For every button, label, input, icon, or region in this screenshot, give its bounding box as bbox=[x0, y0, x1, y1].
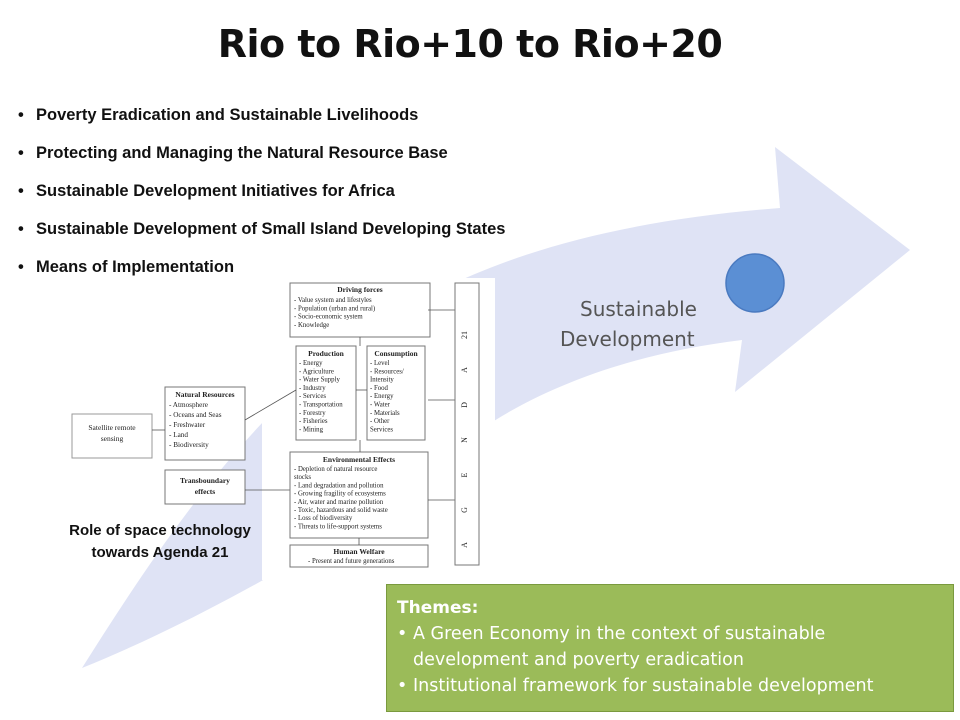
agenda21-letter: G bbox=[460, 507, 469, 513]
diagram-item-text: - Population (urban and rural) bbox=[294, 305, 375, 312]
diagram-item-text: - Threats to life-support systems bbox=[294, 523, 382, 530]
diagram-item-text: - Knowledge bbox=[294, 322, 329, 329]
themes-title: Themes: bbox=[397, 598, 479, 618]
diagram-item-text: - Services bbox=[299, 393, 326, 400]
diagram-item-text: - Growing fragility of ecosystems bbox=[294, 491, 386, 498]
natural-resources-items: - Atmosphere - Oceans and Seas - Freshwate… bbox=[169, 401, 222, 449]
bullet-list: Poverty Eradication and Sustainable Live… bbox=[18, 102, 505, 292]
caption-line2: towards Agenda 21 bbox=[91, 544, 229, 561]
arrow-label-line2: Development bbox=[560, 327, 695, 351]
agenda21-letter: 21 bbox=[460, 331, 469, 339]
diagram-item-text: - Energy bbox=[299, 360, 323, 367]
diagram-item-text: - Materials bbox=[370, 410, 400, 417]
diagram-item-text: Intensity bbox=[370, 377, 394, 384]
agenda21-letters: A G E N D A 21 bbox=[460, 331, 469, 548]
consumption-box bbox=[366, 345, 426, 441]
theme-item: Institutional framework for sustainable … bbox=[397, 673, 945, 699]
consumption-items: - Level- Resources/ Intensity- Food- Ene… bbox=[370, 360, 404, 433]
bullet-item: Poverty Eradication and Sustainable Live… bbox=[18, 102, 505, 140]
driving-forces-box bbox=[289, 282, 431, 338]
arrow-label-line1: Sustainable bbox=[580, 297, 697, 321]
diagram-item-text: - Food bbox=[370, 385, 389, 392]
satellite-label-line2: sensing bbox=[101, 434, 124, 443]
diagram-item-text: - Value system and lifestyles bbox=[294, 297, 372, 304]
diagram-item-text: - Depletion of natural resource bbox=[294, 466, 377, 473]
environmental-effects-items: - Depletion of natural resource stocks- … bbox=[294, 466, 388, 530]
diagram-item-text: - Other bbox=[370, 418, 390, 425]
agenda21-letter: E bbox=[460, 472, 469, 477]
diagram-item-text: - Socio-economic system bbox=[294, 314, 363, 321]
blue-circle-icon bbox=[725, 253, 785, 313]
agenda21-diagram: Driving forces - Value system and lifest… bbox=[71, 278, 495, 580]
diagram-item-text: stocks bbox=[294, 474, 311, 481]
human-welfare-items: - Present and future generations bbox=[308, 558, 395, 565]
diagram-item-text: - Mining bbox=[299, 426, 324, 433]
caption-line1: Role of space technology bbox=[69, 522, 251, 539]
diagram-item-text: - Loss of biodiversity bbox=[294, 515, 353, 522]
consumption-title: Consumption bbox=[374, 349, 418, 358]
diagram-item-text: - Transportation bbox=[299, 402, 343, 409]
theme-item: A Green Economy in the context of sustai… bbox=[397, 621, 945, 673]
human-welfare-title: Human Welfare bbox=[333, 547, 385, 556]
bullet-item: Sustainable Development Initiatives for … bbox=[18, 178, 505, 216]
diagram-item-text: - Air, water and marine pollution bbox=[294, 499, 384, 506]
diagram-item-text: - Forestry bbox=[299, 410, 326, 417]
satellite-box bbox=[71, 413, 153, 459]
diagram-item-text: Services bbox=[370, 426, 393, 433]
agenda21-letter: A bbox=[460, 542, 469, 548]
diagram-item-text: - Resources/ bbox=[370, 368, 404, 375]
agenda21-letter: N bbox=[460, 437, 469, 443]
diagram-item-text: - Land bbox=[169, 431, 188, 439]
driving-forces-items: - Value system and lifestyles- Populatio… bbox=[294, 297, 375, 329]
satellite-label-line1: Satellite remote bbox=[88, 423, 136, 432]
transboundary-line1: Transboundary bbox=[180, 476, 230, 485]
transboundary-line2: effects bbox=[195, 487, 215, 496]
agenda21-letter: D bbox=[460, 402, 469, 408]
transboundary-box bbox=[164, 469, 246, 505]
diagram-caption: Role of space technology towards Agenda … bbox=[40, 520, 280, 564]
diagram-item-text: - Present and future generations bbox=[308, 558, 395, 565]
diagram-item-text: - Energy bbox=[370, 393, 394, 400]
diagram-item-text: - Biodiversity bbox=[169, 441, 209, 449]
page-title: Rio to Rio+10 to Rio+20 bbox=[217, 22, 723, 66]
themes-box: Themes: A Green Economy in the context o… bbox=[386, 584, 954, 712]
production-box bbox=[295, 345, 357, 441]
diagram-item-text: - Industry bbox=[299, 385, 326, 392]
production-items: - Energy- Agriculture - Water Supply- Ind… bbox=[299, 360, 343, 433]
diagram-item-text: - Freshwater bbox=[169, 421, 206, 429]
diagram-item-text: - Agriculture bbox=[299, 368, 334, 375]
natural-resources-box bbox=[164, 386, 246, 461]
diagram-item-text: - Water bbox=[370, 402, 391, 409]
diagram-item-text: - Oceans and Seas bbox=[169, 411, 222, 419]
natural-resources-title: Natural Resources bbox=[175, 390, 234, 399]
agenda21-letter: A bbox=[460, 367, 469, 373]
diagram-item-text: - Water Supply bbox=[299, 377, 340, 384]
diagram-item-text: - Atmosphere bbox=[169, 401, 208, 409]
diagram-item-text: - Fisheries bbox=[299, 418, 328, 425]
themes-list: A Green Economy in the context of sustai… bbox=[397, 621, 945, 699]
connector-arrow bbox=[244, 389, 297, 421]
bullet-item: Protecting and Managing the Natural Reso… bbox=[18, 140, 505, 178]
bullet-item: Means of Implementation bbox=[18, 254, 505, 292]
diagram-item-text: - Toxic, hazardous and solid waste bbox=[294, 507, 388, 514]
production-title: Production bbox=[308, 349, 345, 358]
environmental-effects-box bbox=[289, 451, 429, 539]
diagram-item-text: - Land degradation and pollution bbox=[294, 482, 384, 489]
agenda21-column bbox=[454, 282, 480, 566]
bullet-item: Sustainable Development of Small Island … bbox=[18, 216, 505, 254]
diagram-item-text: - Level bbox=[370, 360, 390, 367]
environmental-effects-title: Environmental Effects bbox=[323, 455, 395, 464]
